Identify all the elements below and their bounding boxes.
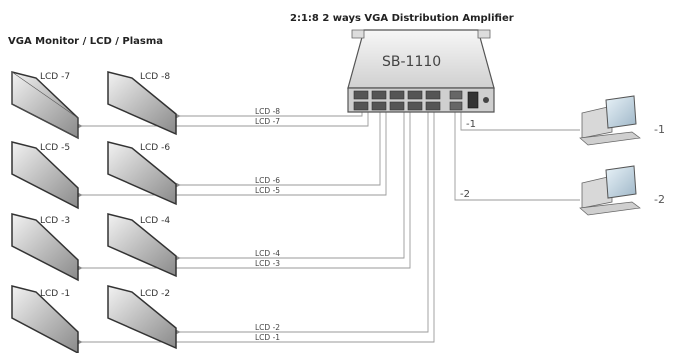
monitor-label: LCD -1 (40, 289, 70, 299)
monitor-label: LCD -5 (40, 143, 70, 153)
monitor-label: LCD -2 (140, 289, 170, 299)
monitor-lcd-2 (107, 285, 177, 350)
cable-lcd-7 (78, 112, 369, 129)
cable-label: LCD -3 (255, 259, 280, 268)
monitor-label: LCD -4 (140, 216, 170, 226)
vga-port-icon (407, 90, 423, 100)
vga-port-icon (425, 90, 441, 100)
input-port-label: -2 (460, 189, 470, 200)
pc-tower-icon (581, 175, 613, 209)
monitor-labels: LCD -7 LCD -8 LCD -5 LCD -6 LCD -3 LCD -… (40, 72, 170, 299)
pc-keyboard-icon (579, 201, 641, 216)
cable-labels: LCD -8 LCD -7 LCD -6 LCD -5 LCD -4 LCD -… (255, 107, 280, 342)
monitor-label: LCD -3 (40, 216, 70, 226)
monitor-lcd-1 (11, 285, 79, 353)
pc-monitor-icon (605, 95, 637, 129)
cable-lcd-1 (78, 112, 435, 345)
pc-label: -1 (654, 123, 665, 136)
cable-group (78, 112, 580, 345)
pc-label: -2 (654, 193, 665, 206)
diagram-title: 2:1:8 2 ways VGA Distribution Amplifier (290, 13, 514, 24)
source-pc-2 (579, 165, 641, 216)
cable-label: LCD -8 (255, 107, 280, 116)
vga-port-icon (353, 90, 369, 100)
cable-lcd-5 (78, 112, 387, 198)
monitors-title: VGA Monitor / LCD / Plasma (8, 36, 163, 47)
cable-label: LCD -2 (255, 323, 280, 332)
monitor-label: LCD -8 (140, 72, 170, 82)
cable-label: LCD -5 (255, 186, 280, 195)
monitor-label: LCD -6 (140, 143, 170, 153)
source-pc-1 (579, 95, 641, 146)
monitor-label: LCD -7 (40, 72, 70, 82)
monitor-lcd-8 (107, 71, 177, 136)
vga-input-port-icon (449, 90, 463, 100)
distribution-amplifier: SB-1110 (347, 29, 495, 113)
input-ports (449, 90, 489, 111)
vga-port-icon (407, 101, 423, 111)
input-port-label: -1 (466, 119, 476, 130)
monitor-lcd-7 (11, 71, 79, 140)
cable-label: LCD -4 (255, 249, 280, 258)
pc-monitor-icon (605, 165, 637, 199)
power-jack-icon (483, 97, 489, 103)
vga-port-icon (371, 101, 387, 111)
output-ports (353, 90, 441, 111)
cable-input-1 (460, 112, 580, 131)
device-label: SB-1110 (382, 54, 441, 70)
monitor-lcd-5 (11, 141, 79, 210)
vga-port-icon (389, 101, 405, 111)
cable-label: LCD -1 (255, 333, 280, 342)
monitor-lcd-6 (107, 141, 177, 206)
input-switch-icon (467, 91, 479, 109)
cable-lcd-4 (176, 112, 405, 261)
cable-lcd-8 (176, 112, 363, 119)
device-mount-ears (351, 29, 491, 39)
monitor-grid (11, 71, 177, 353)
pc-tower-icon (581, 105, 613, 139)
cable-lcd-3 (78, 112, 411, 271)
monitor-lcd-4 (107, 213, 177, 278)
vga-port-icon (371, 90, 387, 100)
cable-lcd-6 (176, 112, 381, 188)
vga-port-icon (389, 90, 405, 100)
vga-input-port-icon (449, 101, 463, 111)
cable-label: LCD -6 (255, 176, 280, 185)
pc-keyboard-icon (579, 131, 641, 146)
monitor-lcd-3 (11, 213, 79, 282)
cable-label: LCD -7 (255, 117, 280, 126)
cable-lcd-2 (176, 112, 429, 335)
cable-input-2 (454, 112, 580, 201)
vga-port-icon (353, 101, 369, 111)
vga-port-icon (425, 101, 441, 111)
